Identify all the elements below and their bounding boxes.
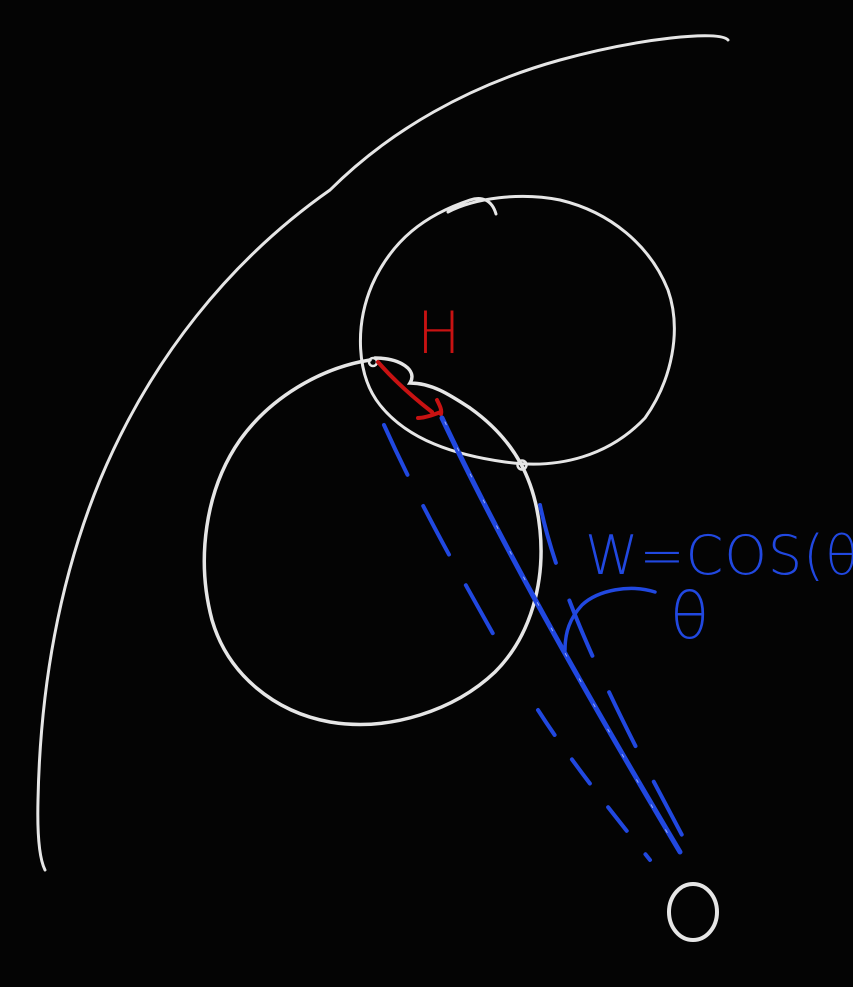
outer-arc [36,34,730,872]
theta-arc [563,586,657,652]
h-label: H [417,299,461,367]
h-arrow [376,360,444,420]
w-formula-label: W=COS(θ) [585,524,853,587]
lower-circle [202,356,543,727]
origin-marker [667,882,719,942]
center-line [439,415,683,855]
point-marker [367,356,379,368]
point-marker [516,459,528,471]
dashed-line-right [538,503,692,852]
upper-circle [358,194,676,466]
dashed-line-lower [536,708,652,862]
dashed-line-left [382,423,507,657]
origin-label: O [693,911,695,913]
theta-label: θ [670,580,709,654]
